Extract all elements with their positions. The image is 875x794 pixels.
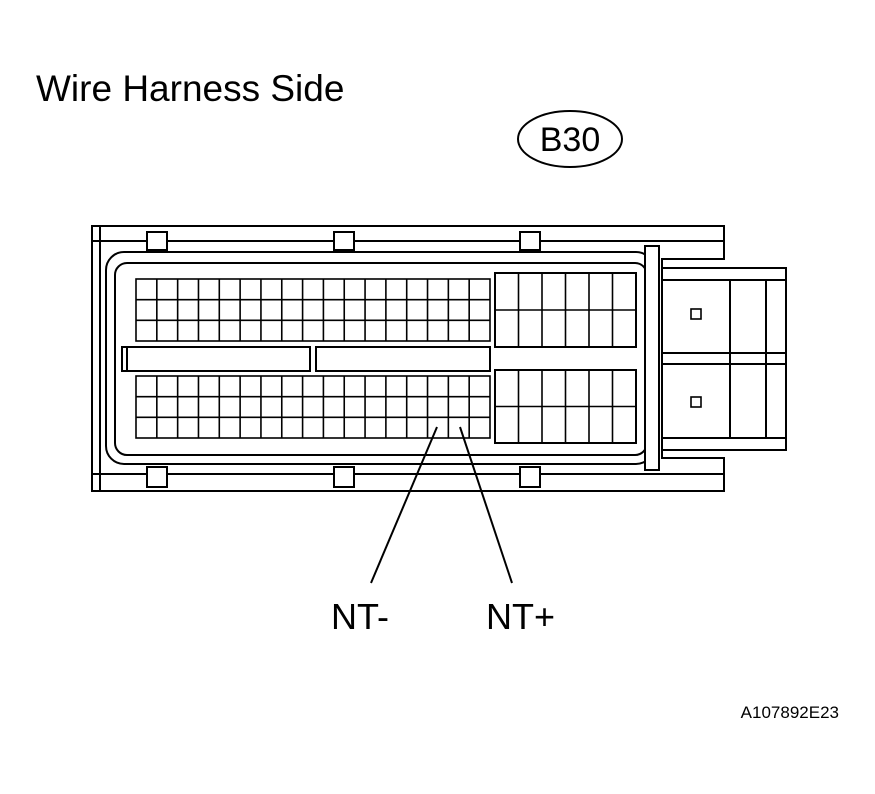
connector-id-oval	[517, 110, 623, 168]
nt-minus-leader	[370, 426, 438, 584]
nt-minus-label: NT-	[331, 596, 389, 637]
lower-right-terminal-grid	[494, 369, 637, 444]
diagram-title: Wire Harness Side	[36, 68, 345, 109]
center-bar	[121, 346, 491, 372]
upper-right-terminal-grid	[494, 272, 637, 348]
upper-left-terminal-grid	[135, 278, 491, 342]
top-latch-tabs	[146, 231, 541, 251]
lower-left-terminal-grid	[135, 375, 491, 439]
nt-plus-leader	[459, 426, 513, 584]
reference-code: A107892E23	[740, 703, 839, 722]
connector-id-label: B30	[540, 121, 601, 159]
side-divider-strip	[644, 245, 660, 471]
nt-plus-label: NT+	[486, 596, 555, 637]
lock-extension	[661, 267, 787, 451]
terminal-grids	[135, 272, 637, 444]
bottom-latch-tabs	[146, 466, 541, 488]
